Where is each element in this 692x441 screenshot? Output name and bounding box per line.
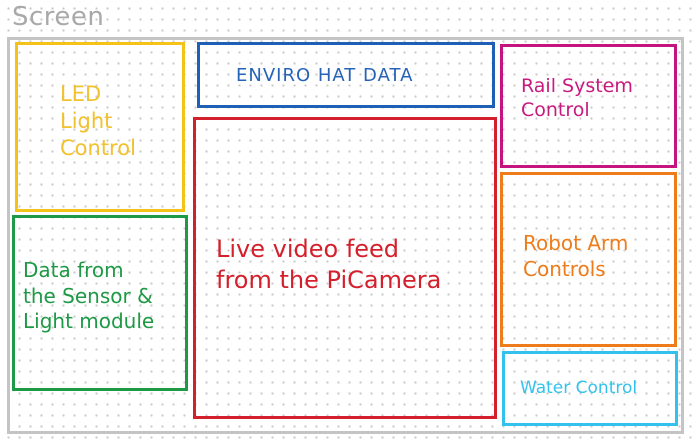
sensor-label-line: Light module <box>23 309 155 334</box>
led-label-line: LED <box>60 82 102 106</box>
led-label-line: Light <box>60 108 113 133</box>
water-control-label: Water Control <box>520 378 637 400</box>
rail-label-line: Control <box>521 99 590 122</box>
video-label-line: from the PiCamera <box>216 265 442 294</box>
video-label-line: Live video feed <box>216 235 400 263</box>
robot-arm-controls-label: Robot Arm Controls <box>523 231 628 282</box>
led-label-line: Control <box>60 135 136 160</box>
enviro-hat-data-label: ENVIRO HAT DATA <box>236 64 413 87</box>
live-video-feed-label: Live video feed from the PiCamera <box>216 234 441 295</box>
enviro-hat-data-panel: ENVIRO HAT DATA <box>197 42 495 108</box>
screen-title: Screen <box>12 2 105 32</box>
led-light-control-label: LED Light Control <box>60 81 136 162</box>
enviro-label-line: ENVIRO HAT DATA <box>236 65 414 86</box>
sensor-label-line: Data from <box>23 258 124 282</box>
sensor-light-data-panel: Data from the Sensor & Light module <box>12 215 188 391</box>
led-light-control-panel: LED Light Control <box>15 42 185 212</box>
rail-system-control-panel: Rail System Control <box>500 44 677 168</box>
screen-frame <box>7 37 684 434</box>
live-video-feed-panel: Live video feed from the PiCamera <box>193 117 497 419</box>
water-control-panel: Water Control <box>502 351 678 426</box>
sensor-light-data-label: Data from the Sensor & Light module <box>23 258 154 335</box>
robot-arm-controls-panel: Robot Arm Controls <box>500 172 677 347</box>
water-label-line: Water Control <box>520 378 638 398</box>
robot-label-line: Robot Arm <box>523 231 629 255</box>
rail-system-control-label: Rail System Control <box>521 74 633 123</box>
robot-label-line: Controls <box>523 256 606 281</box>
rail-label-line: Rail System <box>521 75 633 97</box>
sensor-label-line: the Sensor & <box>23 283 153 308</box>
